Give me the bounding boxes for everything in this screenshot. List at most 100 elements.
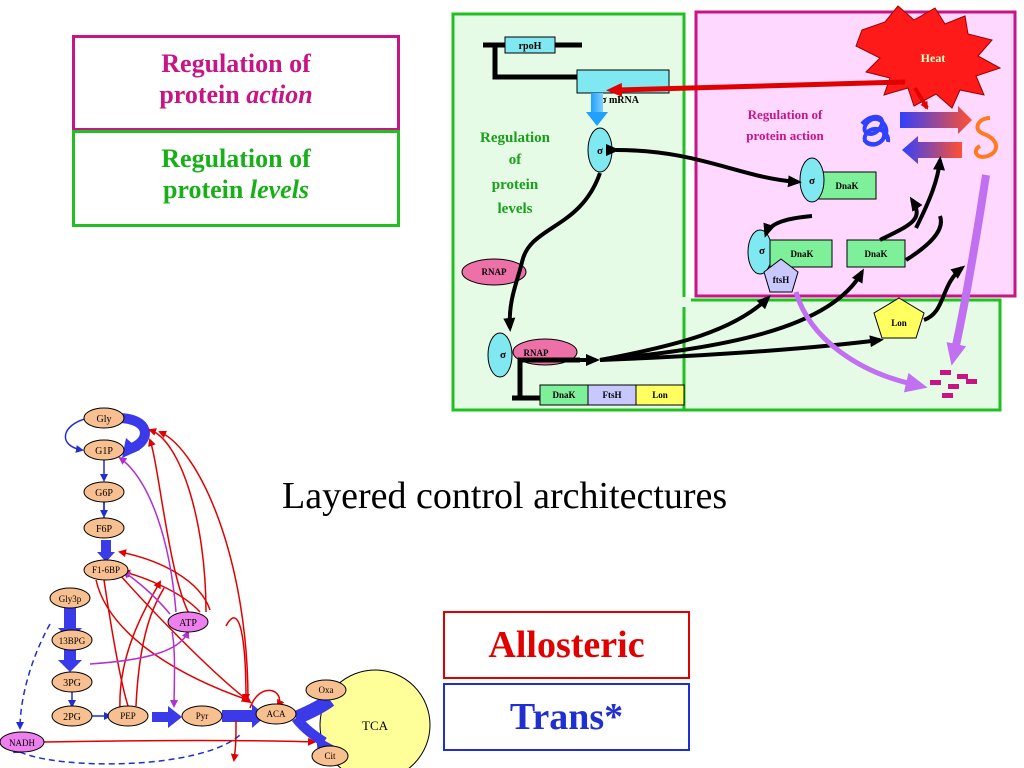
folded-protein-icon	[860, 114, 891, 147]
heat-label: Heat	[921, 51, 946, 65]
black-arrows	[503, 143, 966, 362]
tca-label: TCA	[362, 718, 389, 733]
tca-cycle	[319, 669, 431, 768]
gly-curl-flux	[117, 413, 150, 453]
legend-action-italic: action	[246, 80, 313, 109]
node-oxa	[305, 679, 347, 701]
levels-text-2: of	[509, 152, 523, 168]
node-pep	[107, 705, 149, 727]
label-gly: Gly	[97, 414, 112, 425]
node-f6p	[83, 517, 125, 539]
rnap-bound-label: RNAP	[524, 348, 549, 358]
node-3pg	[51, 671, 93, 693]
degradation-arrow	[946, 174, 990, 366]
node-g6p	[83, 481, 125, 503]
glycolysis-diagram: TCA	[0, 407, 431, 768]
label-2pg: 2PG	[63, 712, 81, 723]
label-nadh: NADH	[9, 738, 35, 748]
node-2pg	[51, 705, 93, 727]
label-f16bp: F1-6BP	[92, 565, 120, 575]
ftsh-protein	[763, 258, 799, 293]
dnak-free-label: DnaK	[864, 249, 887, 259]
action-text-2: protein action	[746, 128, 824, 143]
node-pyr	[181, 705, 223, 727]
node-13bpg	[51, 629, 93, 651]
lon-protein-label: Lon	[891, 318, 907, 328]
sigma-bound-2-label: σ	[759, 245, 765, 257]
sigma-promoter-label: σ	[500, 349, 506, 361]
translation-arrow	[586, 112, 608, 126]
unfolded-protein-icon	[973, 116, 999, 159]
dnak-complex-1	[817, 171, 877, 200]
action-text-1: Regulation of	[748, 107, 823, 122]
legend-levels-italic: levels	[249, 175, 310, 204]
legend-protein-action: Regulation of protein action	[72, 35, 400, 131]
rnap-free-label: RNAP	[482, 267, 507, 277]
unfold-arrow	[900, 106, 972, 134]
node-g1p	[83, 439, 125, 461]
legend-levels-protein: protein	[162, 175, 250, 204]
dashed-blue-arrows	[12, 623, 241, 765]
trans-label: Trans*	[443, 683, 690, 751]
peptide-fragments-icon	[930, 370, 977, 398]
heat-to-mrna-arrow	[606, 79, 906, 97]
label-gly3p: Gly3p	[59, 594, 82, 604]
dnak-free	[846, 239, 906, 268]
legend-action-line1: Regulation of	[161, 49, 311, 78]
levels-text-3: protein	[492, 177, 539, 193]
rpoh-promoter	[483, 42, 578, 80]
label-f6p: F6P	[96, 524, 113, 535]
operon-promoter	[512, 357, 580, 401]
levels-text-1: Regulation	[480, 130, 551, 146]
legend-action-protein: protein	[159, 80, 247, 109]
slide-subtitle: Layered control architectures	[282, 475, 728, 517]
metabolite-nodes	[0, 407, 349, 767]
lon-protein	[873, 297, 925, 339]
levels-text-4: levels	[498, 201, 533, 217]
node-f16bp	[83, 559, 129, 581]
sigma-bound-1-label: σ	[809, 175, 815, 187]
sigma-mrna-label: σ mRNA	[601, 95, 640, 106]
node-atp	[167, 611, 209, 633]
label-g1p: G1P	[95, 446, 113, 457]
dnak-complex-2-label: DnaK	[790, 249, 813, 259]
lon-gene-label: Lon	[652, 390, 668, 400]
node-nadh	[0, 731, 45, 753]
label-pyr: Pyr	[196, 711, 209, 721]
label-aca: ACA	[266, 709, 286, 719]
refold-arrow	[902, 136, 962, 164]
dnak-complex-2	[769, 239, 833, 268]
label-oxa: Oxa	[319, 685, 334, 695]
region-joint	[681, 297, 691, 307]
legend-protein-levels: Regulation of protein levels	[72, 130, 400, 227]
label-cit: Cit	[324, 751, 336, 761]
translation-arrow-shaft	[591, 93, 603, 113]
rpoh-label: rpoH	[519, 41, 542, 52]
label-atp: ATP	[179, 618, 197, 629]
label-pep: PEP	[120, 711, 136, 721]
label-3pg: 3PG	[63, 678, 81, 689]
heat-arrow-down	[913, 86, 929, 110]
dnak-complex-1-label: DnaK	[835, 181, 858, 191]
allosteric-label: Allosteric	[443, 611, 690, 679]
ftsh-degradation-arrow	[793, 291, 928, 393]
lon-gene	[635, 384, 685, 406]
red-regulatory-arrows	[43, 428, 316, 762]
dnak-gene-label: DnaK	[552, 390, 575, 400]
node-cit	[311, 745, 349, 767]
sigma-promoter	[487, 332, 513, 378]
legend-levels-line2: protein levels	[75, 174, 397, 205]
sigma-free-label: σ	[597, 145, 603, 157]
gly-curl-arrowhead	[122, 438, 140, 458]
ftsh-gene-label: FtsH	[603, 390, 622, 400]
legend-action-line2: protein action	[75, 79, 397, 110]
ftsh-protein-label: ftsH	[773, 275, 790, 285]
label-g6p: G6P	[95, 488, 113, 499]
legend-levels-line1: Regulation of	[161, 144, 311, 173]
rnap-free	[461, 258, 527, 286]
thin-blue-arrows	[64, 417, 112, 720]
node-gly3p	[49, 587, 91, 609]
heat-shock-diagram: rpoH σ mRNA Regulation of protein levels…	[451, 5, 1017, 412]
label-13bpg: 13BPG	[59, 636, 86, 646]
